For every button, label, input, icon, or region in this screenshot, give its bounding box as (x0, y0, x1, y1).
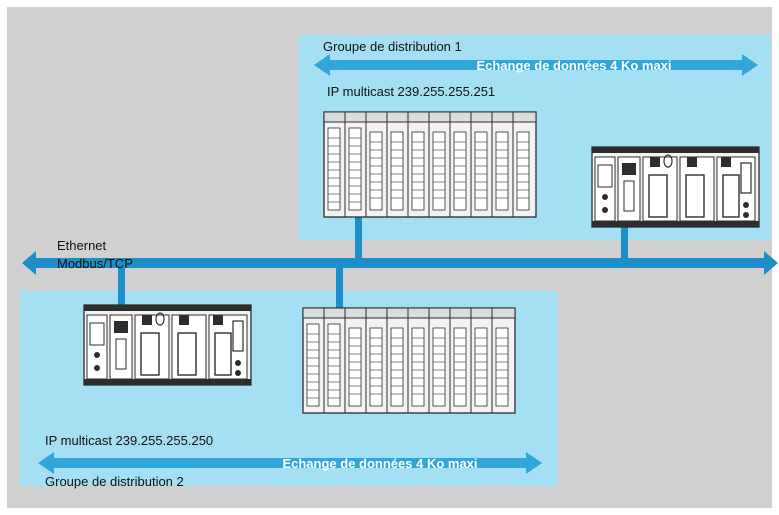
group2-name: Groupe de distribution 2 (45, 474, 184, 489)
plc-2-drop-line (118, 263, 125, 310)
network-label-modbus: Modbus/TCP (57, 256, 133, 271)
ethernet-bus (22, 251, 778, 275)
group1-exchange-arrow (314, 54, 758, 76)
io-rack-2-drop-line (336, 263, 343, 310)
io-rack-1-drop-line (355, 205, 362, 263)
group1-multicast: IP multicast 239.255.255.251 (327, 84, 495, 99)
plc-controller-icon (83, 304, 252, 386)
io-rack-icon (323, 111, 537, 218)
network-label-ethernet: Ethernet (57, 238, 107, 253)
group2-multicast: IP multicast 239.255.255.250 (45, 433, 213, 448)
group1-exchange-label: Echange de données 4 Ko maxi (476, 58, 671, 73)
group2-exchange-arrow (38, 452, 542, 474)
group1-name: Groupe de distribution 1 (323, 39, 462, 54)
plc-controller-icon (591, 146, 760, 228)
plc-1-drop-line (621, 215, 628, 263)
group2-exchange-label: Echange de données 4 Ko maxi (282, 456, 477, 471)
io-rack-icon (302, 307, 516, 414)
